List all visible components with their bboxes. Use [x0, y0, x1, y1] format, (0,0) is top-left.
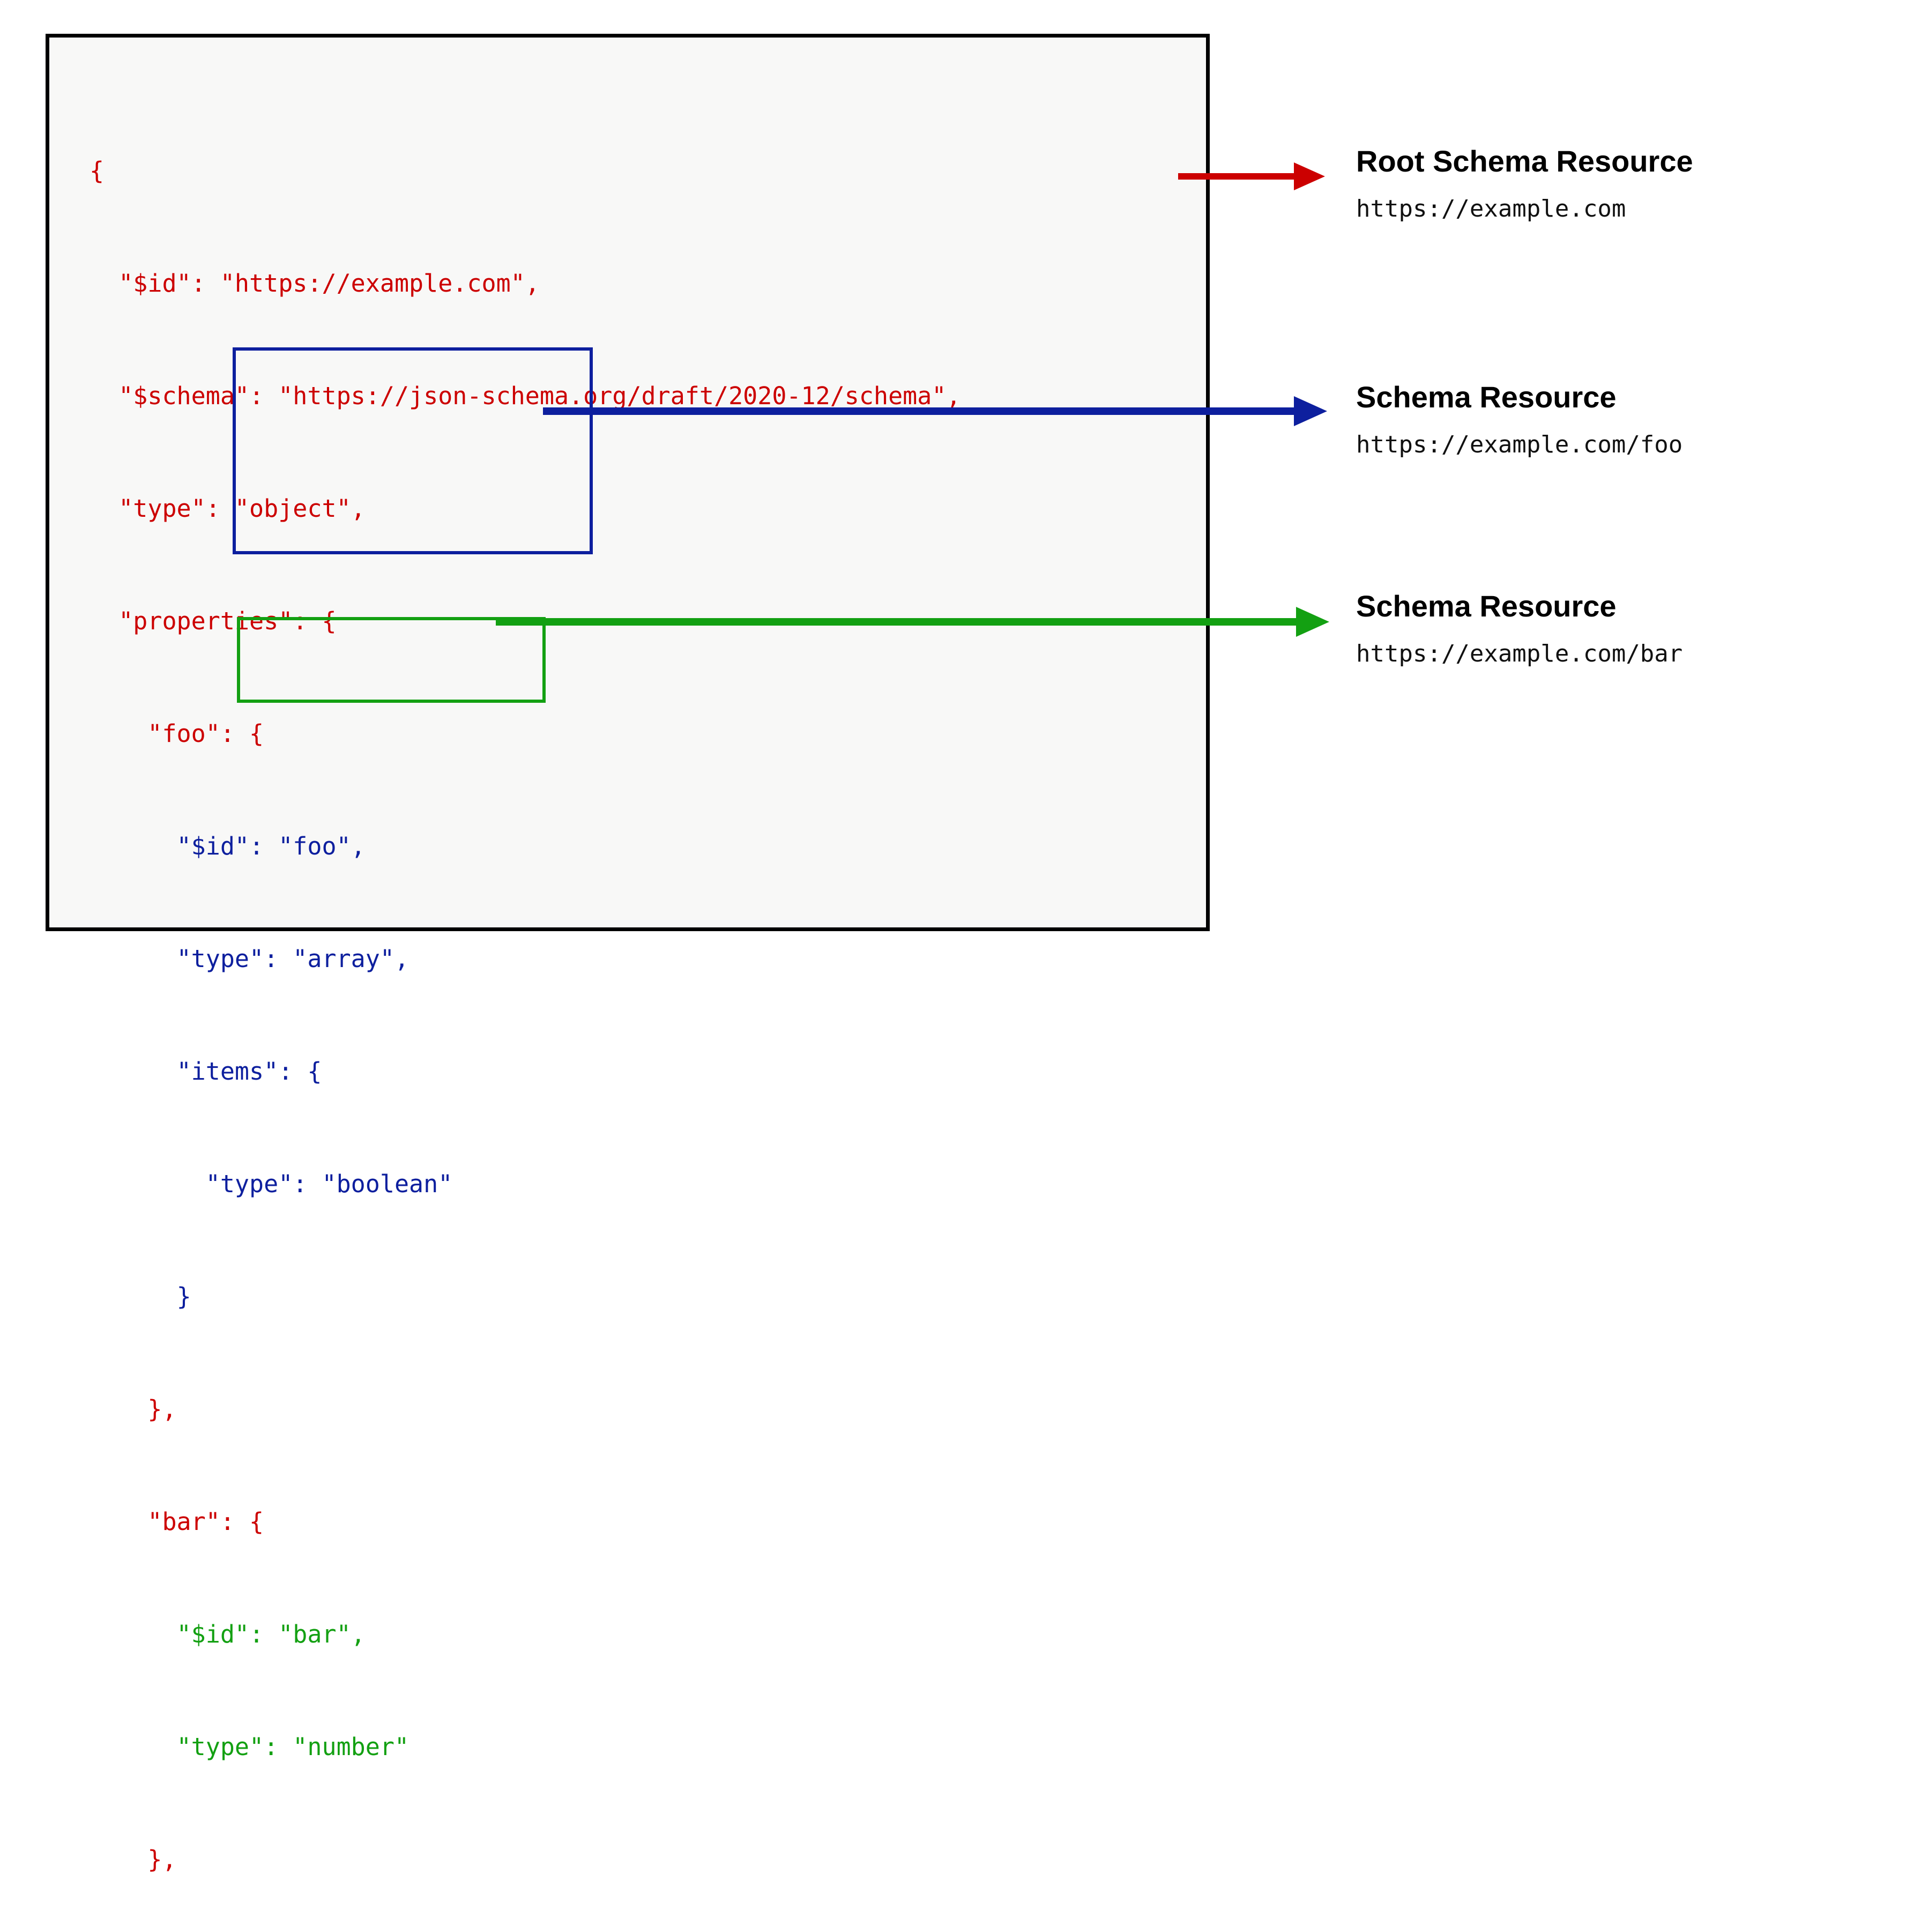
code-line-6: "$id": "foo", [176, 832, 366, 860]
json-code-panel: { "$id": "https://example.com", "$schema… [46, 34, 1210, 1874]
code-line-0: { [90, 157, 105, 185]
callout-foo-schema-resource: Schema Resource https://example.com/foo [1356, 381, 1682, 458]
json-code-block: { "$id": "https://example.com", "$schema… [90, 77, 961, 1932]
code-line-2: "$schema": "https://json-schema.org/draf… [118, 382, 961, 410]
code-line-1: "$id": "https://example.com", [118, 269, 540, 298]
callout-url: https://example.com/bar [1356, 640, 1683, 667]
code-line-13: "$id": "bar", [176, 1620, 366, 1648]
code-line-3: "type": "object", [118, 494, 366, 523]
callout-title: Schema Resource [1356, 589, 1617, 623]
code-line-8: "items": { [176, 1057, 322, 1086]
code-line-14: "type": "number" [176, 1733, 409, 1761]
callout-title: Schema Resource [1356, 380, 1617, 414]
callout-root-schema-resource: Root Schema Resource https://example.com [1356, 145, 1693, 222]
callout-url: https://example.com/foo [1356, 430, 1683, 458]
code-line-9: "type": "boolean" [205, 1170, 453, 1198]
code-line-11: }, [147, 1395, 177, 1423]
code-line-12: "bar": { [147, 1507, 264, 1536]
callout-bar-schema-resource: Schema Resource https://example.com/bar [1356, 590, 1682, 667]
code-line-10: } [176, 1282, 191, 1311]
code-line-7: "type": "array", [176, 945, 409, 973]
code-line-15: }, [147, 1845, 177, 1874]
callout-url: https://example.com [1356, 195, 1626, 222]
code-line-4: "properties": { [118, 607, 337, 635]
diagram-canvas: { "$id": "https://example.com", "$schema… [46, 34, 1693, 1874]
code-line-5: "foo": { [147, 719, 264, 748]
callout-title: Root Schema Resource [1356, 144, 1693, 178]
